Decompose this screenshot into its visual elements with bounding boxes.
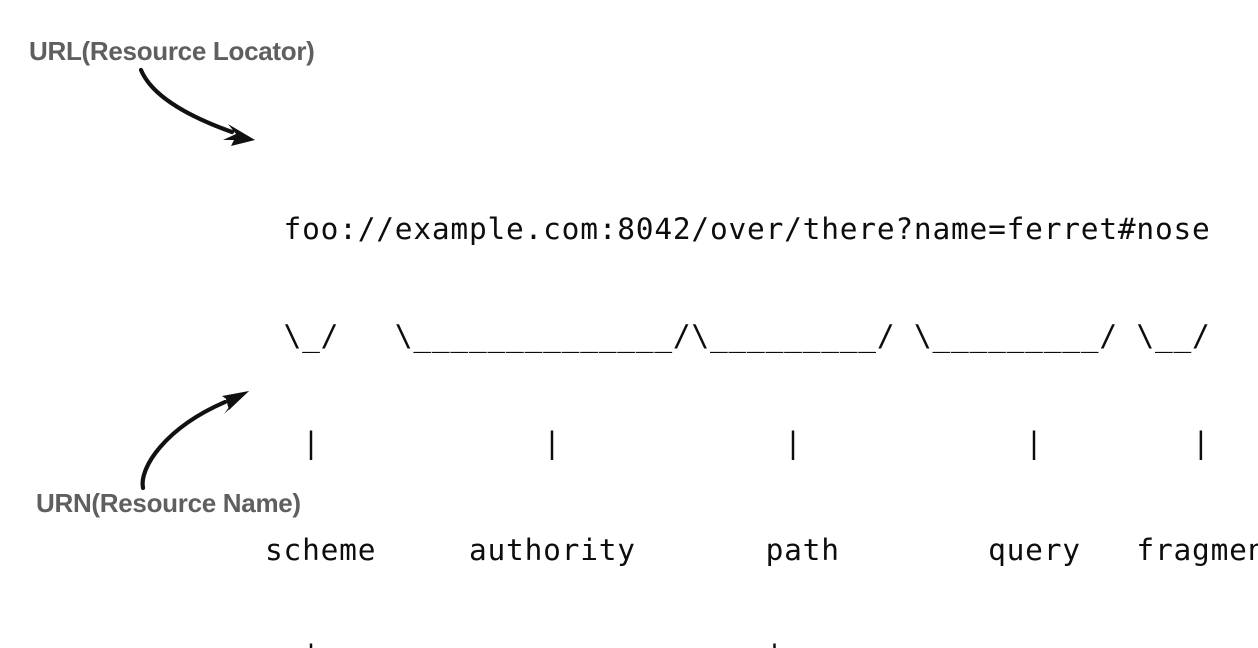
ascii-line-urn-stem: | _____________________|__: [265, 639, 1258, 648]
uri-syntax-ascii-art: foo://example.com:8042/over/there?name=f…: [265, 141, 1258, 648]
url-annotation-label: URL(Resource Locator): [29, 36, 315, 66]
urn-annotation-label: URN(Resource Name): [36, 488, 301, 518]
ascii-line-brackets: \_/ \______________/\_________/ \_______…: [265, 318, 1211, 353]
ascii-line-stems: | | | | |: [265, 425, 1211, 460]
ascii-line-labels: scheme authority path query fragment: [265, 532, 1258, 567]
ascii-line-uri: foo://example.com:8042/over/there?name=f…: [265, 212, 1211, 247]
